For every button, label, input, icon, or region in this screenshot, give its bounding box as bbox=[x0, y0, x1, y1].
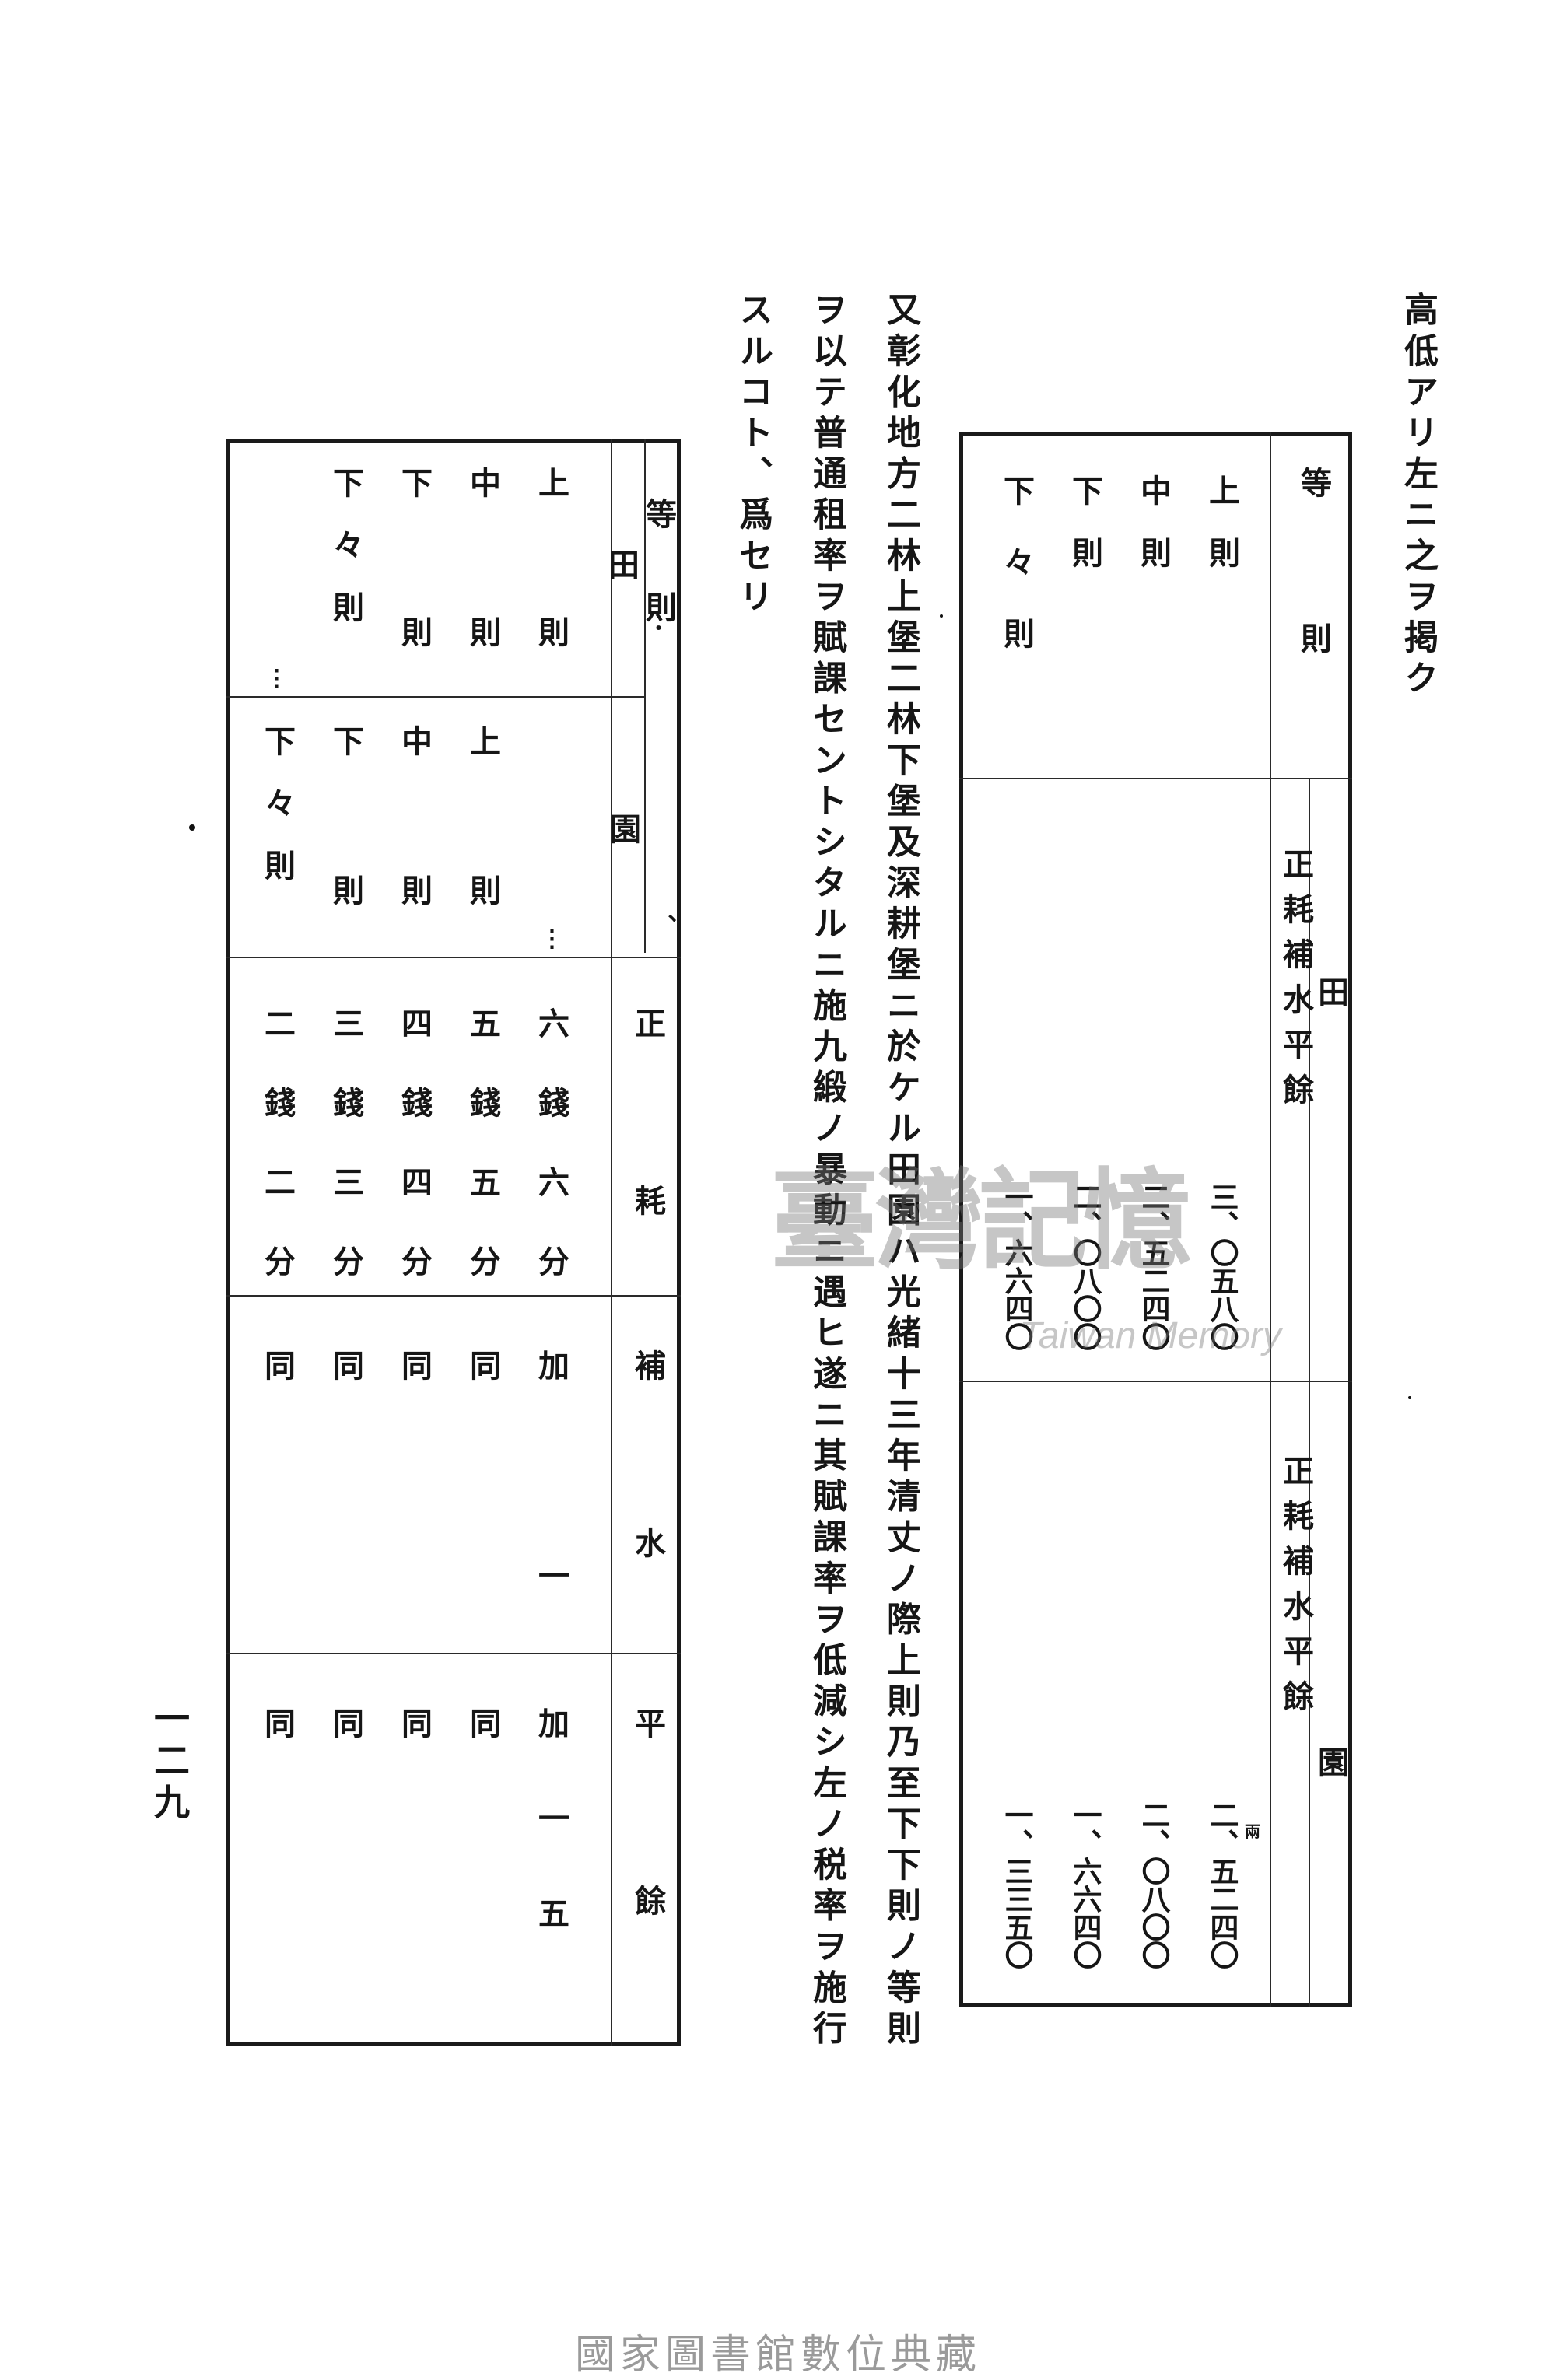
table2-zheng-4: 三錢三分 bbox=[328, 1007, 364, 1325]
table1-garden-value-2: 二、〇八〇〇 bbox=[1137, 1801, 1171, 1969]
table2-field-grade-5: ⋮ bbox=[263, 665, 290, 692]
table2-zheng-1: 六錢六分 bbox=[533, 1007, 569, 1325]
table2-header-sep: 、 bbox=[649, 914, 676, 937]
table2-garden-grade-0: ⋮ bbox=[538, 926, 566, 953]
table1-field-value-1: 三、〇五八〇 bbox=[1205, 1182, 1239, 1350]
table1-grade-4: 下々則 bbox=[998, 474, 1035, 689]
page-number: 一二九 bbox=[149, 1699, 191, 1825]
table2-field-grade-3: 下 則 bbox=[396, 467, 433, 666]
table2-header-divider bbox=[611, 439, 612, 2046]
table1-field-value-2: 二、五二四〇 bbox=[1137, 1182, 1171, 1350]
table2-row-line-4 bbox=[226, 1653, 681, 1654]
table1-grade-1: 上 則 bbox=[1204, 474, 1240, 568]
table2-col-bushui: 補 水 bbox=[629, 1349, 666, 1586]
table1-row-line-1 bbox=[959, 778, 1352, 779]
table2-pingyu-3: 同 bbox=[396, 1707, 433, 1738]
scan-speck-1 bbox=[189, 824, 195, 831]
table1-garden-value-1: 二、五二四〇 bbox=[1205, 1801, 1239, 1969]
table2-field-grade-1: 上 則 bbox=[533, 467, 569, 666]
table1-subheader-garden: 正耗補水平餘 bbox=[1277, 1454, 1314, 1725]
table1-header-garden: 園 bbox=[1312, 1746, 1349, 1777]
table2-pingyu-4: 同 bbox=[328, 1707, 364, 1738]
table2-header-field: 田 bbox=[603, 548, 640, 579]
table2-header-field-dot: ・ bbox=[646, 618, 668, 637]
table2-frame bbox=[226, 439, 681, 2046]
table2-bushui-4: 同 bbox=[328, 1349, 364, 1381]
table2-pingyu-2: 同 bbox=[464, 1707, 501, 1738]
table1-garden-value-4: 一、三三五〇 bbox=[1000, 1801, 1034, 1969]
table2-bushui-3: 同 bbox=[396, 1349, 433, 1381]
table2-pingyu-1: 加一五 bbox=[533, 1707, 569, 1992]
table2-zheng-5: 二錢二分 bbox=[259, 1007, 296, 1325]
table1-frame bbox=[959, 432, 1352, 2007]
table2-header-grade: 等 則 bbox=[640, 498, 677, 622]
table1-grade-2: 中 則 bbox=[1135, 474, 1172, 568]
table1-garden-value-3: 一、六六四〇 bbox=[1068, 1801, 1102, 1969]
table2-zheng-3: 四錢四分 bbox=[396, 1007, 433, 1325]
table1-grade-3: 下 則 bbox=[1067, 474, 1103, 568]
scan-speck-2 bbox=[940, 614, 943, 618]
table2-pingyu-5: 同 bbox=[259, 1707, 296, 1738]
paragraph-line-3: スルコト、爲セリ bbox=[733, 292, 773, 619]
table2-col-pingyu: 平 餘 bbox=[629, 1707, 666, 1944]
table1-field-value-3: 二、〇八〇〇 bbox=[1068, 1182, 1102, 1350]
table2-bushui-1: 加 一 bbox=[533, 1349, 569, 1629]
table2-row-line-2 bbox=[226, 957, 681, 958]
table2-row-line-1 bbox=[226, 696, 644, 698]
table2-bushui-5: 同 bbox=[259, 1349, 296, 1381]
table1-field-value-4: 一、六六四〇 bbox=[1000, 1182, 1034, 1350]
table2-garden-grade-3: 下 則 bbox=[328, 725, 364, 924]
table1-header-field: 田 bbox=[1312, 976, 1349, 1007]
paragraph-line-1: 又彰化地方二林上堡二林下堡及深耕堡ニ於ケル田園ハ光緒十三年清丈ノ際上則乃至下下則… bbox=[881, 292, 920, 2051]
table1-subheader-field: 正耗補水平餘 bbox=[1277, 848, 1314, 1118]
table2-row-line-3 bbox=[226, 1295, 681, 1297]
table2-col-zheng: 正 耗 bbox=[629, 1007, 666, 1244]
table1-header-grade: 等 則 bbox=[1295, 467, 1332, 700]
paragraph-line-2: ヲ以テ普通租率ヲ賦課セントシタルニ施九緞ノ暴動ニ遇ヒ遂ニ其賦課率ヲ低減シ左ノ税率… bbox=[807, 292, 846, 2051]
table2-garden-grade-2: 中 則 bbox=[396, 725, 433, 924]
table2-field-grade-2: 中 則 bbox=[464, 467, 501, 666]
table1-unit-mark: 兩 bbox=[1245, 1822, 1260, 1841]
table2-header-garden: 園 bbox=[605, 813, 641, 844]
table2-zheng-2: 五錢五分 bbox=[464, 1007, 501, 1325]
table2-garden-grade-4: 下 々 則 bbox=[259, 725, 296, 880]
scan-speck-3 bbox=[1408, 1396, 1411, 1399]
table1-group-divider bbox=[1309, 778, 1310, 2007]
table1-row-line-2 bbox=[959, 1381, 1352, 1382]
footer-collection-name: 國家圖書館數位典藏 bbox=[574, 2332, 981, 2378]
table1-header-divider bbox=[1270, 432, 1271, 2007]
table2-garden-grade-1: 上 則 bbox=[464, 725, 501, 924]
table2-bushui-2: 同 bbox=[464, 1349, 501, 1381]
intro-line: 高低アリ左ニ之ヲ掲ク bbox=[1398, 292, 1438, 701]
table2-header-inner-divider bbox=[644, 439, 646, 953]
table2-field-grade-4: 下 々 則 bbox=[328, 467, 364, 622]
